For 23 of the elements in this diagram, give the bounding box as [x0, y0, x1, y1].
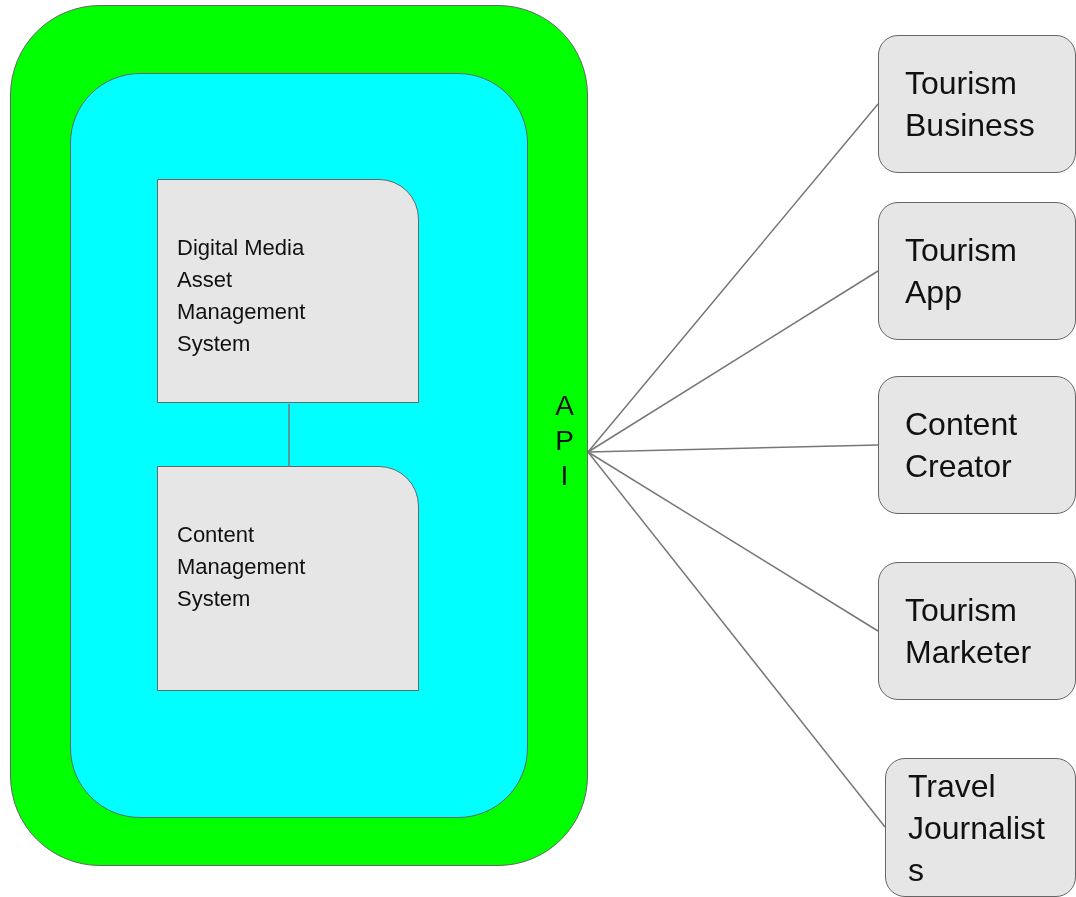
connector-line: [587, 270, 879, 453]
box-label: Tourism App: [905, 231, 1018, 312]
stakeholder-box: [878, 202, 1076, 340]
connector-line: [587, 103, 879, 453]
stakeholder-box: [878, 35, 1076, 173]
box-label: Content Creator: [905, 405, 1019, 486]
inner-rounded-box: [69, 72, 528, 818]
box-label: Content Management System: [177, 522, 306, 611]
system-box: [157, 179, 419, 403]
box-label: Digital Media Asset Management System: [177, 235, 306, 356]
connector-line: [587, 444, 879, 453]
box-label: Tourism Business: [905, 64, 1036, 145]
connector-line: [587, 451, 879, 632]
connector-line: [288, 403, 290, 468]
system-box: [157, 466, 419, 691]
stakeholder-box: [878, 562, 1076, 700]
stakeholder-box: [885, 758, 1076, 897]
box-label: Tourism Marketer: [905, 591, 1033, 672]
vertical-label: API: [554, 388, 575, 493]
stakeholder-box: [878, 376, 1076, 514]
outer-rounded-box: [10, 5, 588, 866]
connector-line: [587, 451, 886, 828]
box-label: Travel Journalists: [908, 767, 1046, 890]
